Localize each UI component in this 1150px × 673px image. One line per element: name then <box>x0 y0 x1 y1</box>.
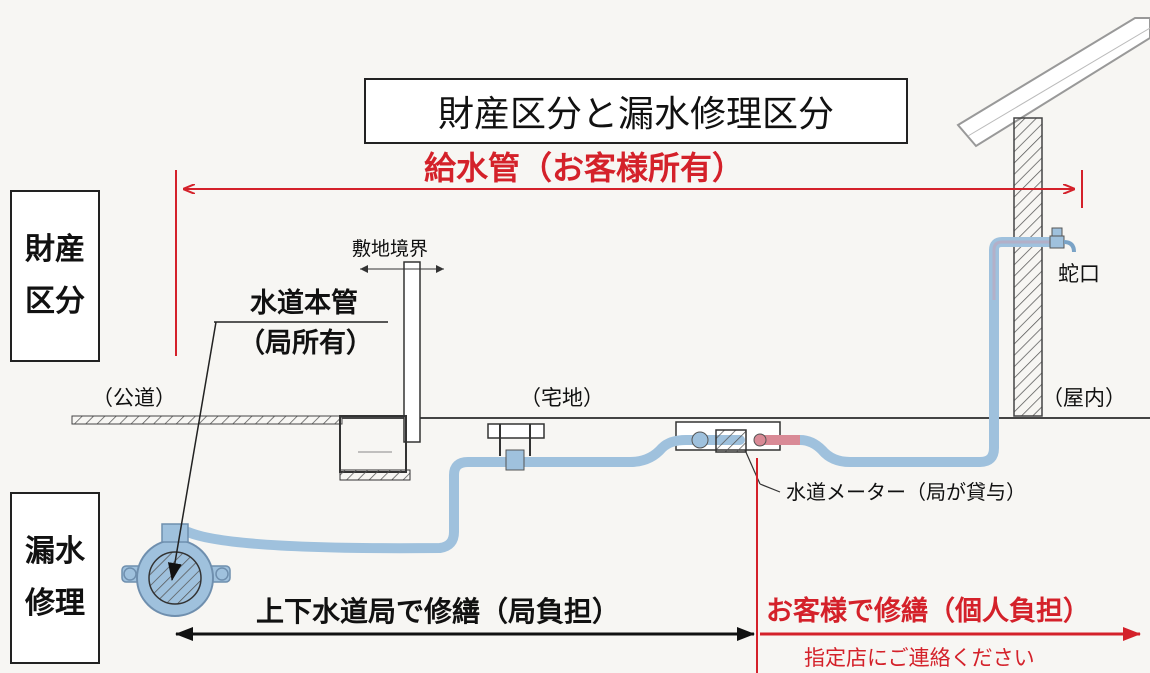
building-wall <box>1013 117 1043 417</box>
property-range-arrow <box>175 170 1083 356</box>
leak-label-2: 修理 <box>25 586 85 621</box>
roof <box>956 17 1150 148</box>
main-pipe-label: 水道本管 <box>250 288 358 319</box>
leak-label-1: 漏水 <box>25 533 85 569</box>
water-pipe <box>169 237 1065 554</box>
meter-label: 水道メーター（局が貸与） <box>786 480 1026 504</box>
faucet-label: 蛇口 <box>1058 262 1100 286</box>
bureau-repair-label: 上下水道局で修繕（局負担） <box>256 595 621 628</box>
indoor-label: （屋内） <box>1042 386 1126 410</box>
private-land-label: （宅地） <box>520 386 604 410</box>
main-pipe-section <box>121 523 231 617</box>
valve-box <box>339 415 411 481</box>
boundary-post <box>360 261 444 443</box>
main-pipe-owner-label: （局所有） <box>238 328 373 359</box>
property-label-1: 財産 <box>25 231 85 267</box>
contact-label: 指定店にご連絡ください <box>804 646 1035 670</box>
boundary-label: 敷地境界 <box>352 238 429 260</box>
ground-line <box>71 415 1150 425</box>
public-road-label: （公道） <box>92 386 176 410</box>
diagram-title: 財産区分と漏水修理区分 <box>364 78 908 144</box>
supply-pipe-label: 給水管（お客様所有） <box>424 149 745 187</box>
valve-box-2 <box>487 423 545 456</box>
gate-valve <box>505 449 525 471</box>
leak-repair-box: 漏水 修理 <box>10 492 100 664</box>
faucet-icon <box>1049 227 1076 253</box>
property-division-box: 財産 区分 <box>10 190 100 362</box>
title-text: 財産区分と漏水修理区分 <box>437 94 834 135</box>
property-label-2: 区分 <box>25 284 85 319</box>
customer-repair-label: お客様で修繕（個人負担） <box>766 596 1090 627</box>
main-pipe-leader <box>167 321 388 581</box>
